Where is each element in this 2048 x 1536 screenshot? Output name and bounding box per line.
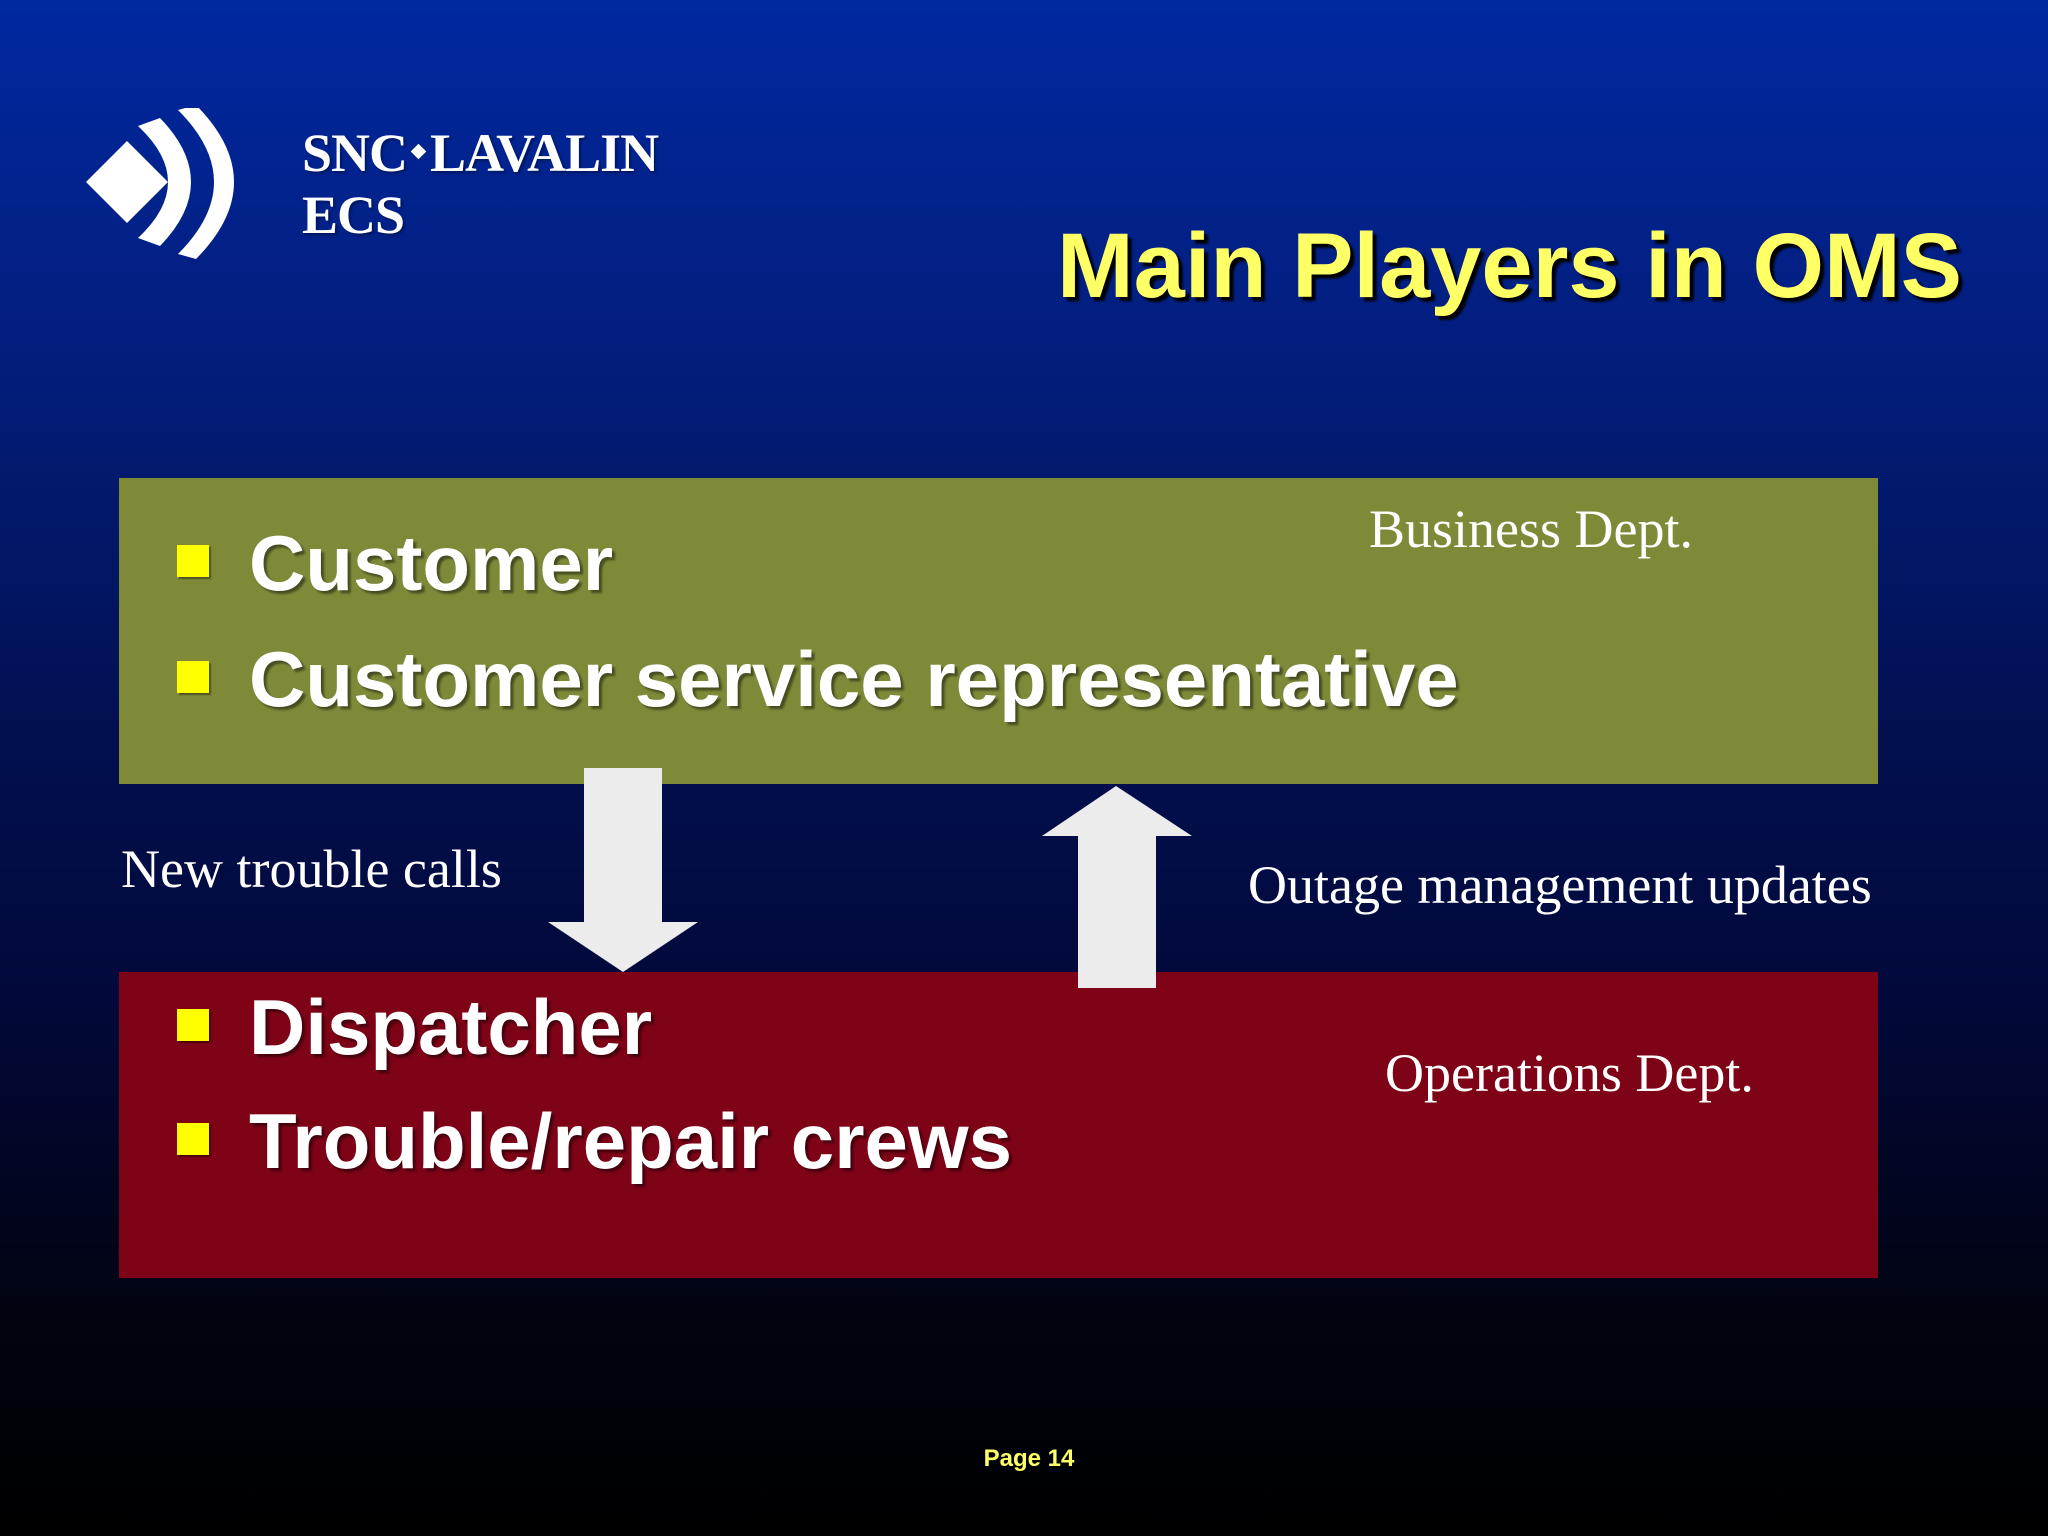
square-bullet-icon (177, 545, 209, 577)
company-name-line-2: ECS (302, 185, 405, 245)
snc-lavalin-logo-icon (86, 108, 234, 259)
list-item-label: Customer (249, 519, 614, 607)
list-item-label: Trouble/repair crews (249, 1097, 1012, 1185)
company-name-part-1: SNC (302, 123, 408, 183)
diamond-separator-icon (410, 143, 427, 160)
page-number: Page 14 (983, 1445, 1075, 1472)
list-item-label: Customer service representative (249, 635, 1459, 723)
outage-management-updates-label: Outage management updates (1248, 855, 1872, 915)
new-trouble-calls-label: New trouble calls (121, 839, 502, 899)
list-item-label: Dispatcher (249, 983, 653, 1071)
business-dept-label: Business Dept. (1369, 499, 1693, 559)
square-bullet-icon (177, 661, 209, 693)
company-name-part-2: LAVALIN (430, 123, 659, 183)
company-name-line-1: SNC LAVALIN (302, 122, 659, 184)
up-arrow-icon (1042, 786, 1192, 988)
slide-title: Main Players in OMS (1057, 215, 1962, 317)
operations-dept-box: Dispatcher Trouble/repair crews Operatio… (119, 972, 1878, 1278)
square-bullet-icon (177, 1123, 209, 1155)
company-name: SNC LAVALIN ECS (302, 122, 659, 246)
business-dept-box: Customer Customer service representative… (119, 478, 1878, 784)
down-arrow-icon (548, 768, 698, 972)
operations-dept-label: Operations Dept. (1385, 1043, 1754, 1103)
square-bullet-icon (177, 1009, 209, 1041)
